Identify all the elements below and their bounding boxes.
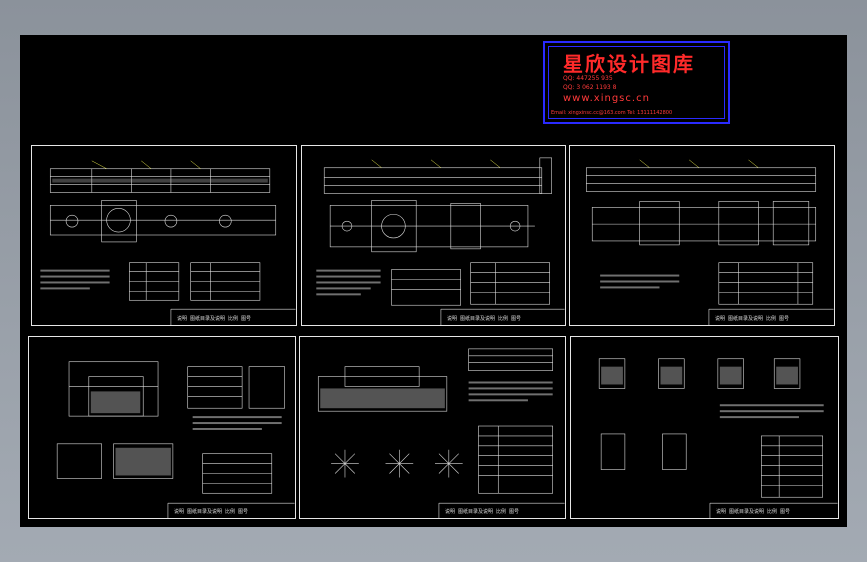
drawing-sheet-5[interactable]: 说明 图纸目录及说明 比例 图号	[299, 336, 566, 519]
drawing-sheet-1[interactable]: 说明 图纸目录及说明 比例 图号	[31, 145, 297, 326]
sheet-1-title-block: 说明 图纸目录及说明 比例 图号	[177, 316, 252, 322]
drawing-sheet-6[interactable]: 说明 图纸目录及说明 比例 图号	[570, 336, 839, 519]
drawing-sheet-3[interactable]: 说明 图纸目录及说明 比例 图号	[569, 145, 835, 326]
sheet-3-drawing	[585, 159, 834, 325]
stamp-qq-line: QQ: 447255 935	[563, 75, 613, 82]
stamp-phone-line: QQ: 3 062 1193 8	[563, 84, 617, 91]
drawing-sheet-2[interactable]: 说明 图纸目录及说明 比例 图号	[301, 145, 566, 326]
stamp-website: www.xingsc.cn	[563, 93, 650, 104]
stamp-footer: Email: xingxinsc.cc@163.com Tel: 1311114…	[551, 110, 673, 116]
sheet-1-drawing	[40, 160, 296, 325]
sheet-2-drawing	[316, 157, 565, 325]
sheet-4-title-block: 说明 图纸目录及说明 比例 图号	[174, 509, 249, 515]
sheet-5-title-block: 说明 图纸目录及说明 比例 图号	[445, 509, 520, 515]
stamp-title: 星欣设计图库	[563, 52, 695, 76]
stamp-inner-border	[548, 46, 725, 119]
sheet-6-drawing	[598, 358, 838, 518]
sheet-2-title-block: 说明 图纸目录及说明 比例 图号	[447, 316, 522, 322]
sheet-3-title-block: 说明 图纸目录及说明 比例 图号	[715, 316, 790, 322]
sheet-4-drawing	[56, 361, 295, 518]
drawing-sheet-4[interactable]: 说明 图纸目录及说明 比例 图号	[28, 336, 296, 519]
sheet-6-title-block: 说明 图纸目录及说明 比例 图号	[716, 509, 791, 515]
watermark-stamp: 星欣设计图库 QQ: 447255 935 QQ: 3 062 1193 8 w…	[543, 41, 730, 124]
sheet-5-drawing	[317, 348, 565, 518]
